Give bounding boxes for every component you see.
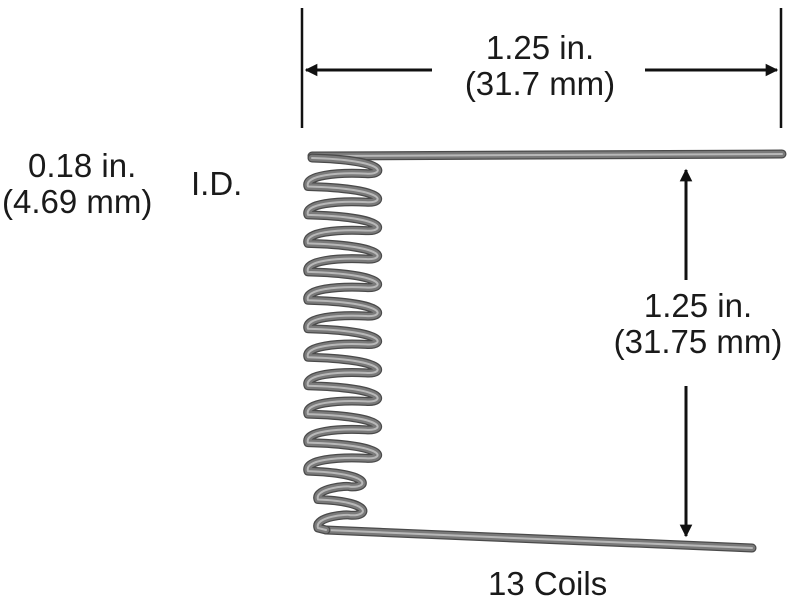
inner-diameter-inches: 0.18 in.	[28, 147, 137, 184]
leg-length-inches: 1.25 in.	[643, 287, 753, 324]
top-width-metric: (31.7 mm)	[464, 65, 616, 102]
top-width-inches: 1.25 in.	[485, 29, 595, 66]
inner-diameter-metric: (4.69 mm)	[2, 183, 153, 220]
top-width-label: 1.25 in. (31.7 mm)	[420, 30, 660, 102]
leg-length-label: 1.25 in. (31.75 mm)	[598, 288, 798, 360]
inner-diameter-tag: I.D.	[191, 165, 243, 202]
coil-wire-layer-2	[306, 157, 379, 531]
bottom-leg-wire-layer-2	[325, 529, 753, 549]
top-leg-wire-layer-2	[311, 153, 783, 157]
leg-length-metric: (31.75 mm)	[613, 323, 783, 360]
torsion-spring	[303, 149, 787, 553]
coil-count-label: 13 Coils	[488, 565, 608, 602]
inner-diameter-label: 0.18 in. (4.69 mm)	[2, 148, 152, 220]
